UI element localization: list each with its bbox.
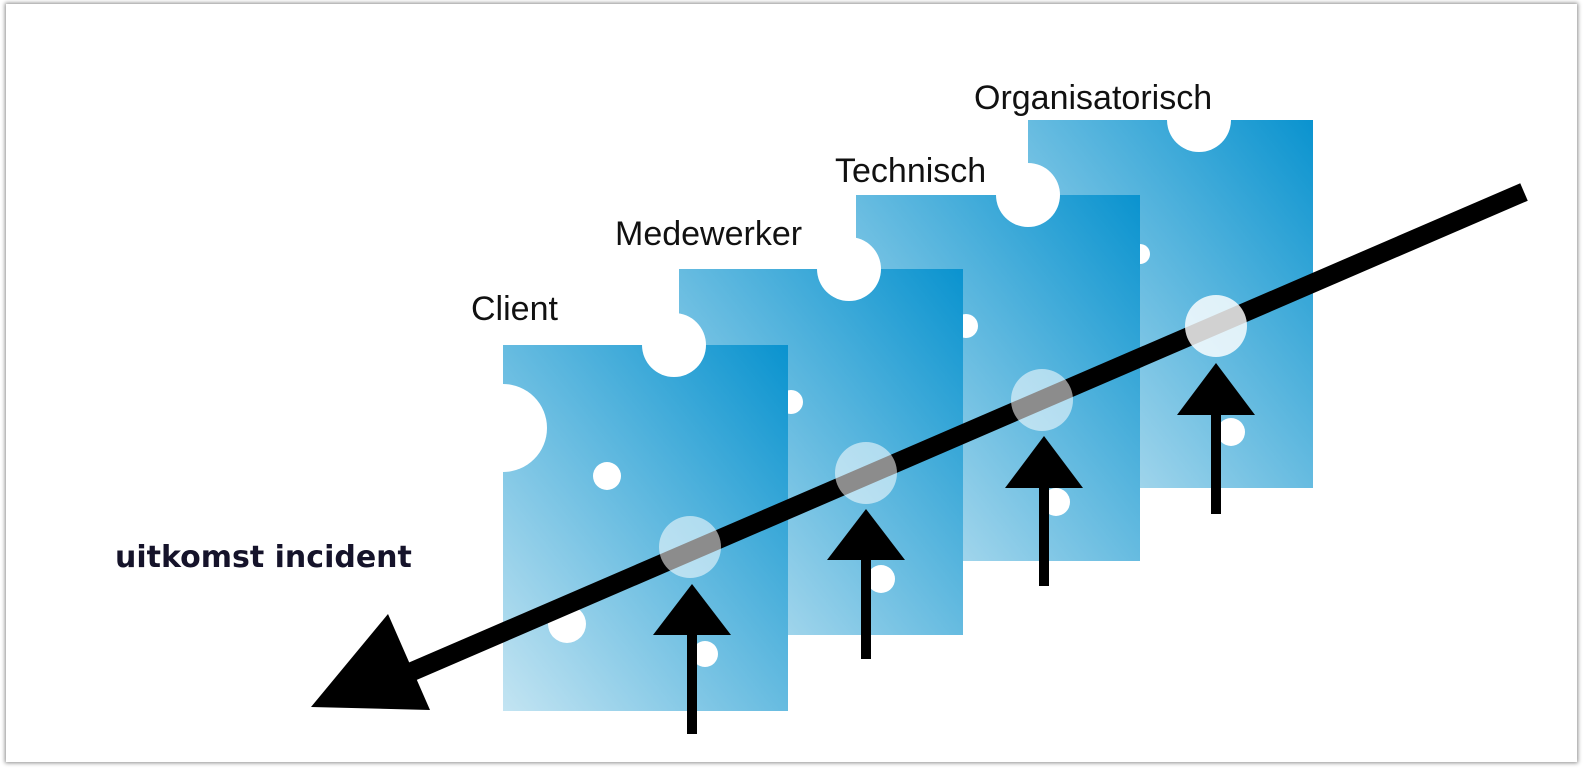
slice-organisatorisch-hole: [1217, 418, 1245, 446]
slice-organisatorisch-top-notch: [1167, 88, 1231, 152]
hazard-arrow-head: [653, 584, 731, 635]
aligned-hole-medewerker: [835, 442, 897, 504]
hazard-arrow-technisch: [1005, 436, 1083, 586]
hazard-arrow-medewerker: [827, 509, 905, 659]
aligned-hole-technisch: [1011, 369, 1073, 431]
layer-label-client: Client: [471, 290, 558, 328]
slice-client-hole: [692, 641, 718, 667]
layer-label-technisch: Technisch: [835, 152, 986, 190]
aligned-hole-client: [659, 516, 721, 578]
hazard-arrow-organisatorisch: [1177, 363, 1255, 514]
slice-technisch-top-notch: [996, 163, 1060, 227]
slice-client-hole: [593, 462, 621, 490]
aligned-hole-organisatorisch: [1185, 295, 1247, 357]
slice-client-top-notch: [642, 313, 706, 377]
slice-client-left-notch: [459, 384, 547, 472]
slice-client: [459, 313, 788, 711]
layer-label-organisatorisch: Organisatorisch: [974, 79, 1212, 117]
slice-medewerker-hole: [867, 565, 895, 593]
layer-label-medewerker: Medewerker: [615, 215, 802, 253]
hazard-arrow-client: [653, 584, 731, 734]
swiss-cheese-diagram: Client Medewerker Technisch Organisatori…: [115, 79, 1528, 734]
diagram-frame: Client Medewerker Technisch Organisatori…: [6, 4, 1577, 762]
hazard-arrow-head: [827, 509, 905, 560]
hazard-arrow-head: [1005, 436, 1083, 488]
outcome-label: uitkomst incident: [115, 540, 412, 575]
hazard-arrow-head: [1177, 363, 1255, 415]
trajectory-arrowhead: [311, 614, 430, 710]
trajectory-line: [407, 183, 1528, 681]
aligned-holes: [659, 295, 1247, 578]
slice-medewerker-top-notch: [817, 237, 881, 301]
incident-trajectory-arrow: [311, 183, 1528, 710]
